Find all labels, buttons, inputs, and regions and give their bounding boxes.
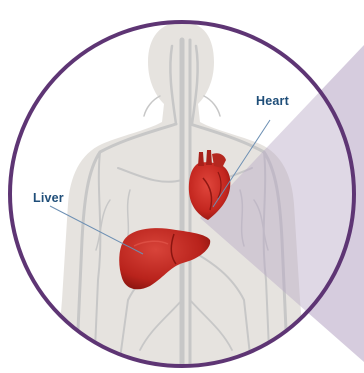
liver-label: Liver bbox=[33, 191, 64, 205]
heart-label: Heart bbox=[256, 94, 289, 108]
